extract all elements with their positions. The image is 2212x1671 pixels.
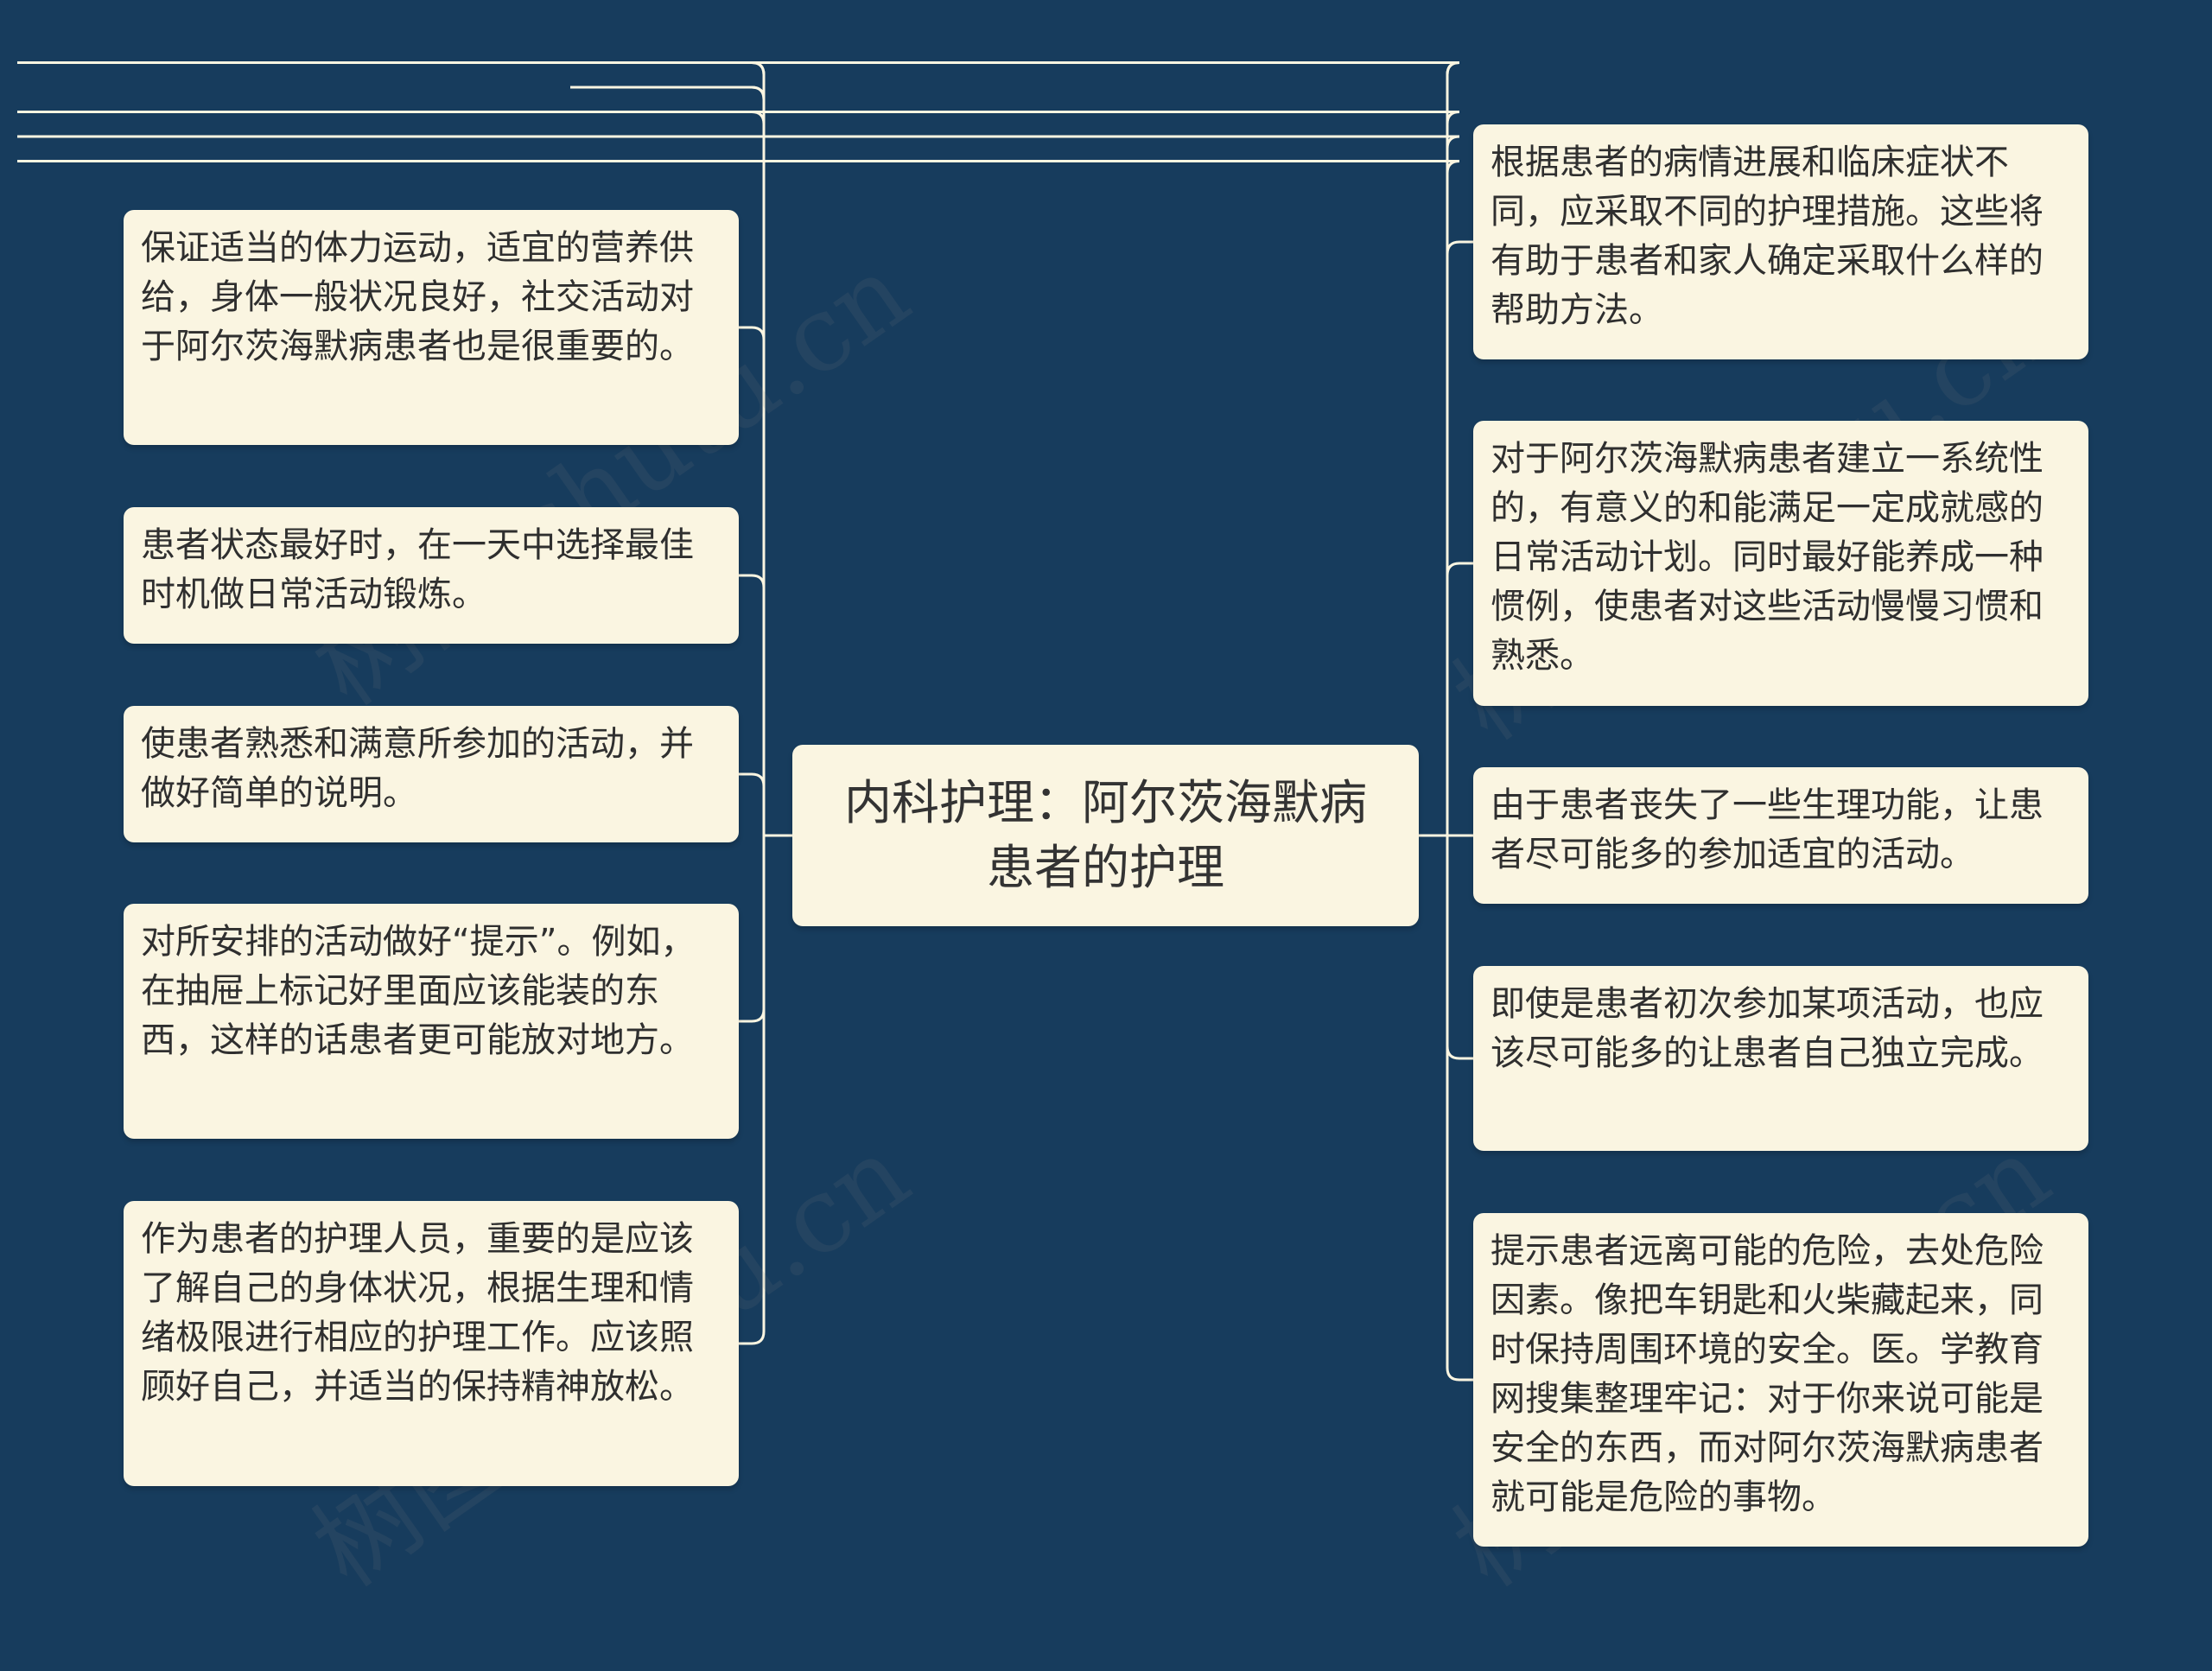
- right-node-2-text: 对于阿尔茨海默病患者建立一系统性的，有意义的和能满足一定成就感的日常活动计划。同…: [1491, 439, 2044, 676]
- right-node-3-text: 由于患者丧失了一些生理功能，让患者尽可能多的参加适宜的活动。: [1491, 785, 2044, 874]
- left-branch-line-1: [739, 326, 766, 340]
- left-branch-line-4: [570, 61, 766, 75]
- left-node-1[interactable]: 保证适当的体力运动，适宜的营养供给，身体一般状况良好，社交活动对于阿尔茨海默病患…: [124, 210, 739, 445]
- right-node-4-text: 即使是患者初次参加某项活动，也应该尽可能多的让患者自己独立完成。: [1491, 984, 2044, 1073]
- right-node-2[interactable]: 对于阿尔茨海默病患者建立一系统性的，有意义的和能满足一定成就感的日常活动计划。同…: [1473, 421, 2088, 706]
- left-node-4[interactable]: 对所安排的活动做好“提示”。例如，在抽屉上标记好里面应该能装的东西，这样的话患者…: [124, 904, 739, 1139]
- right-branch-line-1: [1446, 240, 1473, 255]
- left-branch-line-6: [570, 61, 766, 75]
- left-node-2-text: 患者状态最好时，在一天中选择最佳时机做日常活动锻炼。: [141, 525, 694, 614]
- left-node-5-text: 作为患者的护理人员，重要的是应该了解自己的身体状况，根据生理和情绪极限进行相应的…: [141, 1219, 694, 1407]
- left-branch-line-9: [739, 1331, 766, 1345]
- left-branch-line-5: [739, 772, 766, 787]
- left-node-3[interactable]: 使患者熟悉和满意所参加的活动，并做好简单的说明。: [124, 706, 739, 842]
- left-node-1-text: 保证适当的体力运动，适宜的营养供给，身体一般状况良好，社交活动对于阿尔茨海默病患…: [141, 228, 694, 366]
- right-branch-line-6: [17, 61, 1460, 75]
- right-branch-line-8: [17, 61, 1460, 75]
- left-branch-line-10: [570, 111, 766, 124]
- right-branch-line-3: [1446, 562, 1473, 576]
- left-node-4-text: 对所安排的活动做好“提示”。例如，在抽屉上标记好里面应该能装的东西，这样的话患者…: [141, 922, 696, 1060]
- right-node-4[interactable]: 即使是患者初次参加某项活动，也应该尽可能多的让患者自己独立完成。: [1473, 966, 2088, 1151]
- right-branch-line-10: [17, 160, 1460, 174]
- left-branch-line-3: [739, 574, 766, 588]
- right-node-3[interactable]: 由于患者丧失了一些生理功能，让患者尽可能多的参加适宜的活动。: [1473, 767, 2088, 904]
- right-branch-line-9: [1446, 1367, 1473, 1382]
- left-branch-line-8: [571, 86, 766, 100]
- right-node-1[interactable]: 根据患者的病情进展和临床症状不同，应采取不同的护理措施。这些将有助于患者和家人确…: [1473, 124, 2088, 359]
- right-branch-line-4: [17, 135, 1460, 149]
- right-branch-line-2: [17, 111, 1460, 124]
- left-node-2[interactable]: 患者状态最好时，在一天中选择最佳时机做日常活动锻炼。: [124, 507, 739, 644]
- left-node-5[interactable]: 作为患者的护理人员，重要的是应该了解自己的身体状况，根据生理和情绪极限进行相应的…: [124, 1201, 739, 1486]
- left-branch-line-2: [570, 86, 766, 100]
- right-node-1-text: 根据患者的病情进展和临床症状不同，应采取不同的护理措施。这些将有助于患者和家人确…: [1491, 143, 2044, 330]
- left-node-3-text: 使患者熟悉和满意所参加的活动，并做好简单的说明。: [141, 724, 694, 813]
- central-topic[interactable]: 内科护理：阿尔茨海默病患者的护理: [792, 745, 1419, 926]
- right-node-5[interactable]: 提示患者远离可能的危险，去处危险因素。像把车钥匙和火柴藏起来，同时保持周围环境的…: [1473, 1213, 2088, 1547]
- right-branch-line-7: [1446, 1045, 1473, 1060]
- right-node-5-text: 提示患者远离可能的危险，去处危险因素。像把车钥匙和火柴藏起来，同时保持周围环境的…: [1491, 1231, 2044, 1517]
- central-topic-title: 内科护理：阿尔茨海默病患者的护理: [843, 775, 1367, 895]
- left-branch-line-7: [739, 1008, 766, 1023]
